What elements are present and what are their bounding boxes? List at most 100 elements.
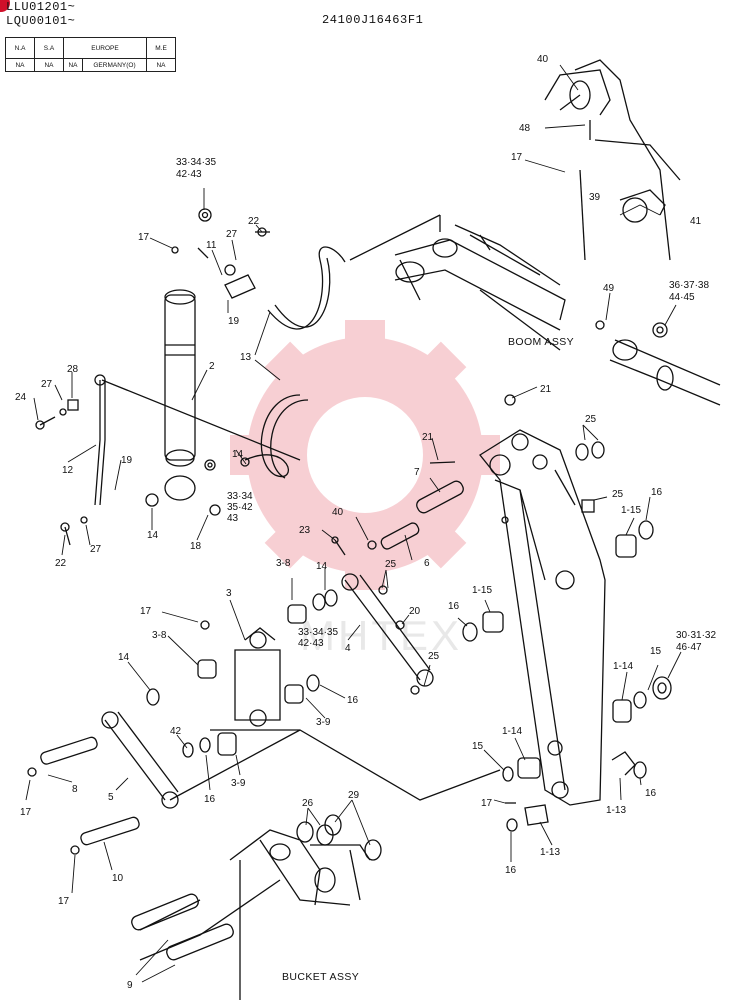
callout-25-b: 25 — [612, 489, 624, 500]
callout-41: 41 — [690, 216, 702, 227]
callout-15-b: 15 — [472, 741, 484, 752]
hydraulic-hoses-drawing — [244, 246, 346, 479]
callout-numbers: 40 48 17 39 41 33·34·35 42·43 17 27 22 1… — [15, 54, 716, 991]
callout-1-13-b: 1-13 — [540, 847, 560, 858]
callout-44-45: 44·45 — [669, 292, 695, 303]
callout-18: 18 — [190, 541, 202, 552]
region-value-sa: NA — [34, 58, 64, 72]
callout-30-31-32: 30·31·32 — [676, 630, 716, 641]
callout-4: 4 — [345, 643, 351, 654]
watermark-logo: MHTEX — [230, 320, 500, 659]
callout-17-bottom-mid: 17 — [481, 798, 493, 809]
callout-22-b: 22 — [55, 558, 67, 569]
callout-40-top: 40 — [537, 54, 549, 65]
callout-17-bottom-left: 17 — [20, 807, 32, 818]
callout-19-a: 19 — [228, 316, 240, 327]
callout-13: 13 — [240, 352, 252, 363]
callout-24: 24 — [15, 392, 27, 403]
callout-12: 12 — [62, 465, 74, 476]
callout-43: 43 — [227, 513, 239, 524]
serial-range-2: LQU00101~ — [6, 14, 76, 28]
callout-28: 28 — [67, 364, 79, 375]
callout-33-34-35-top: 33·34·35 — [176, 157, 216, 168]
callout-27-c: 27 — [90, 544, 102, 555]
callout-3: 3 — [226, 588, 232, 599]
callout-22-a: 22 — [248, 216, 260, 227]
callout-leader-lines — [25, 64, 682, 983]
arm-cylinder-top-drawing — [544, 59, 681, 261]
callout-14-c: 14 — [316, 561, 328, 572]
callout-15-a: 15 — [650, 646, 662, 657]
callout-1-15-b: 1-15 — [472, 585, 492, 596]
region-value-na: NA — [5, 58, 35, 72]
callout-10: 10 — [112, 873, 124, 884]
callout-46-47: 46·47 — [676, 642, 702, 653]
callout-17-bottom: 17 — [58, 896, 70, 907]
callout-21-a: 21 — [540, 384, 552, 395]
callout-25-d: 25 — [428, 651, 440, 662]
callout-20: 20 — [409, 606, 421, 617]
callout-49: 49 — [603, 283, 615, 294]
callout-6: 6 — [424, 558, 430, 569]
callout-42: 42 — [170, 726, 182, 737]
callout-7: 7 — [414, 467, 420, 478]
watermark-text: MHTEX — [300, 612, 462, 659]
callout-1-14-b: 1-14 — [502, 726, 522, 737]
callout-42-43-top: 42·43 — [176, 169, 202, 180]
callout-1-14-a: 1-14 — [613, 661, 633, 672]
callout-17-mid: 17 — [140, 606, 152, 617]
callout-27-a: 27 — [226, 229, 238, 240]
callout-3-8-b: 3-8 — [152, 630, 167, 641]
link-3-drawing — [146, 620, 501, 801]
callout-16-a: 16 — [651, 487, 663, 498]
callout-16-b: 16 — [448, 601, 460, 612]
small-fittings-left — [35, 227, 301, 546]
bucket-assy-label: BUCKET ASSY — [282, 971, 359, 983]
callout-16-d: 16 — [204, 794, 216, 805]
callout-33-34-35-mid: 33·34·35 — [298, 627, 338, 638]
callout-29: 29 — [348, 790, 360, 801]
region-value-me: NA — [146, 58, 176, 72]
callout-23: 23 — [299, 525, 311, 536]
callout-14-a: 14 — [232, 449, 244, 460]
callout-35-42: 35·42 — [227, 502, 253, 513]
callout-11: 11 — [206, 240, 217, 251]
callout-8: 8 — [72, 784, 78, 795]
callout-16-c: 16 — [347, 695, 359, 706]
region-value-europe-1: NA — [63, 58, 83, 72]
callout-3-8-a: 3-8 — [276, 558, 291, 569]
callout-5: 5 — [108, 792, 114, 803]
boom-assembly-drawing — [349, 214, 566, 351]
callout-2: 2 — [209, 361, 215, 372]
callout-39: 39 — [589, 192, 601, 203]
callout-1-15-a: 1-15 — [621, 505, 641, 516]
callout-26: 26 — [302, 798, 314, 809]
callout-25-c: 25 — [385, 559, 397, 570]
callout-3-9-a: 3-9 — [316, 717, 331, 728]
callout-3-9-b: 3-9 — [231, 778, 246, 789]
boom-assy-label: BOOM ASSY — [508, 336, 574, 348]
link-4-drawing — [287, 536, 434, 695]
callout-33-34: 33·34 — [227, 491, 253, 502]
callout-14-d: 14 — [118, 652, 130, 663]
callout-14-b: 14 — [147, 530, 159, 541]
callout-17-left: 17 — [138, 232, 150, 243]
bucket-cylinder-rod-drawing — [595, 320, 721, 406]
callout-16-e: 16 — [645, 788, 657, 799]
bucket-assembly-drawing — [131, 814, 382, 1000]
callout-16-f: 16 — [505, 865, 517, 876]
region-applicability-table: N.A S.A EUROPE M.E NA NA NA GERMANY(O) N… — [5, 37, 176, 72]
callout-9: 9 — [127, 980, 133, 991]
callout-19-b: 19 — [121, 455, 133, 466]
callout-1-13-a: 1-13 — [606, 805, 626, 816]
link-5-and-pins-drawing — [27, 711, 301, 855]
callout-17-top-right: 17 — [511, 152, 523, 163]
arm-drawing — [479, 429, 606, 806]
corner-marker-dot — [0, 0, 10, 12]
callout-48: 48 — [519, 123, 531, 134]
callout-40-mid: 40 — [332, 507, 344, 518]
callout-27-b: 27 — [41, 379, 53, 390]
drawing-number: 24100J16463F1 — [322, 13, 424, 27]
callout-21-b: 21 — [422, 432, 434, 443]
